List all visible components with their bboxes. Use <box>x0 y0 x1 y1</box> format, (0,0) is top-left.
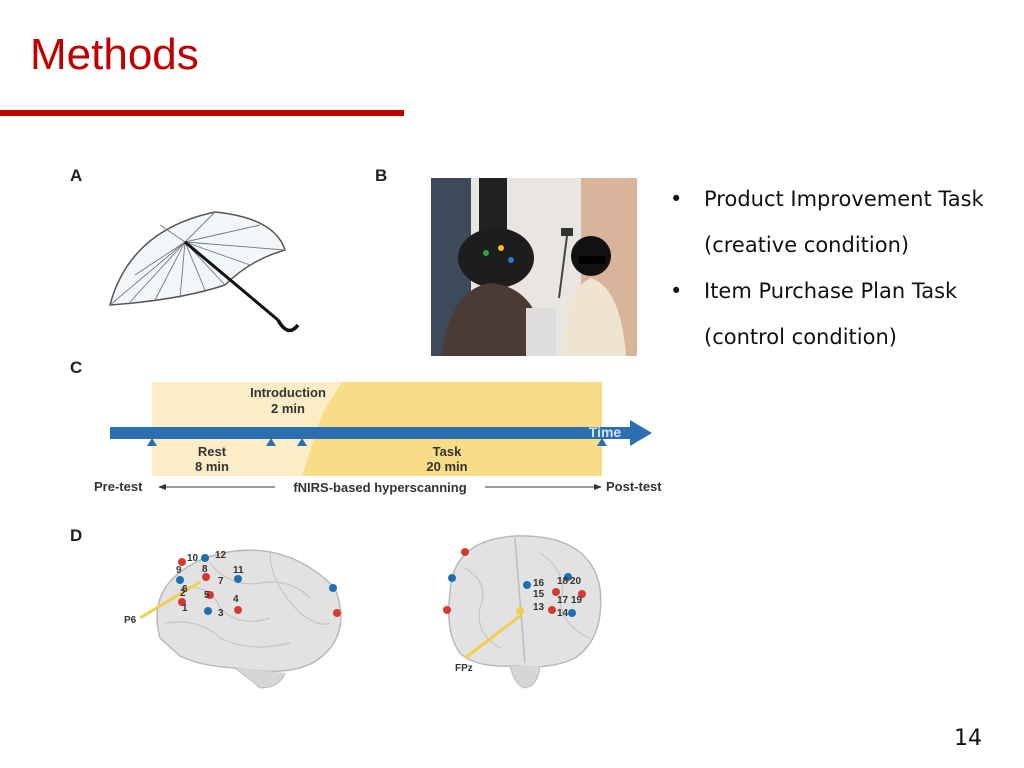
brain-left-channel-label: 6 <box>182 584 188 595</box>
brain-left-label: P6 <box>124 615 137 626</box>
channel-dot <box>564 573 572 581</box>
brain-left-channel-label: 11 <box>233 565 244 576</box>
panel-letter-b: B <box>375 166 388 185</box>
bullet-item: • Item Purchase Plan Task <box>670 268 1010 314</box>
bullet-text: Item Purchase Plan Task <box>704 279 958 303</box>
brain-right-channel-label: 14 <box>557 608 569 619</box>
timeline-introduction: Introduction <box>250 385 326 400</box>
experiment-photo <box>431 178 637 356</box>
channel-dot <box>206 591 214 599</box>
brain-right-channel-label: 20 <box>570 576 582 587</box>
bullet-subtext: (creative condition) <box>704 233 910 257</box>
channel-dot <box>234 575 242 583</box>
panel-letter-c: C <box>70 358 83 377</box>
panel-letter-a: A <box>70 166 83 185</box>
brain-left-channel-label: 4 <box>233 594 239 605</box>
brain-left-channel-label: 5 <box>204 590 210 601</box>
page-number: 14 <box>954 726 982 751</box>
channel-dot <box>516 607 524 615</box>
timeline-task: Task <box>433 444 462 459</box>
panel-letter-d: D <box>70 526 83 545</box>
channel-dot <box>443 606 451 614</box>
timeline-hyperscanning: fNIRS-based hyperscanning <box>293 480 466 495</box>
channel-dot <box>568 609 576 617</box>
bullet-text: Product Improvement Task <box>704 187 984 211</box>
channel-dot <box>578 590 586 598</box>
channel-dot <box>204 607 212 615</box>
slide-title: Methods <box>30 30 199 79</box>
channel-dot <box>461 548 469 556</box>
timeline-task-duration: 20 min <box>426 459 467 474</box>
brain-left-channel-label: 12 <box>215 550 227 561</box>
channel-dot <box>178 598 186 606</box>
brain-left-channel-label: 3 <box>218 608 224 619</box>
bullet-subtext: (control condition) <box>704 325 897 349</box>
timeline-time: Time <box>589 424 622 440</box>
brain-right-channel-label: 17 <box>557 595 569 606</box>
brain-left-channels <box>176 554 341 617</box>
brain-right-channel-label: 16 <box>533 578 545 589</box>
channel-dot <box>548 606 556 614</box>
methods-figure: A B C D <box>60 150 680 700</box>
brain-right-channel-label: 13 <box>533 602 545 613</box>
channel-dot <box>333 609 341 617</box>
timeline-pre-test: Pre-test <box>94 479 143 494</box>
timeline-rest: Rest <box>198 444 227 459</box>
timeline-introduction-duration: 2 min <box>271 401 305 416</box>
brain-diagrams: P6 10 12 9 8 11 7 6 2 5 4 1 3 <box>124 535 602 689</box>
brain-right-channel-label: 19 <box>571 595 583 606</box>
timeline-post-test: Post-test <box>606 479 662 494</box>
brain-right-channel-label: 15 <box>533 589 545 600</box>
title-underline <box>0 110 404 116</box>
brain-right-channel-label: 18 <box>557 576 569 587</box>
brain-left-channel-label: 9 <box>176 565 182 576</box>
brain-left-channel-label: 10 <box>187 553 199 564</box>
channel-dot <box>201 554 209 562</box>
timeline-rest-duration: 8 min <box>195 459 229 474</box>
bullet-list: • Product Improvement Task (creative con… <box>670 176 1010 360</box>
brain-left-channel-label: 8 <box>202 564 208 575</box>
brain-right-label: FPz <box>455 663 473 674</box>
timeline-diagram: Introduction 2 min Time Rest 8 min Task … <box>94 382 662 495</box>
channel-dot <box>448 574 456 582</box>
channel-dot <box>552 588 560 596</box>
bullet-marker: • <box>670 187 683 211</box>
channel-dot <box>176 576 184 584</box>
bullet-marker: • <box>670 279 683 303</box>
channel-dot <box>523 581 531 589</box>
umbrella-illustration <box>109 211 300 333</box>
brain-left-channel-label: 7 <box>218 576 224 587</box>
channel-dot <box>329 584 337 592</box>
brain-left-channel-label: 2 <box>180 588 186 599</box>
brain-right-channels <box>443 548 586 617</box>
channel-dot <box>234 606 242 614</box>
channel-dot <box>178 558 186 566</box>
brain-left-channel-label: 1 <box>182 603 188 614</box>
bullet-item: • Product Improvement Task <box>670 176 1010 222</box>
channel-dot <box>202 573 210 581</box>
